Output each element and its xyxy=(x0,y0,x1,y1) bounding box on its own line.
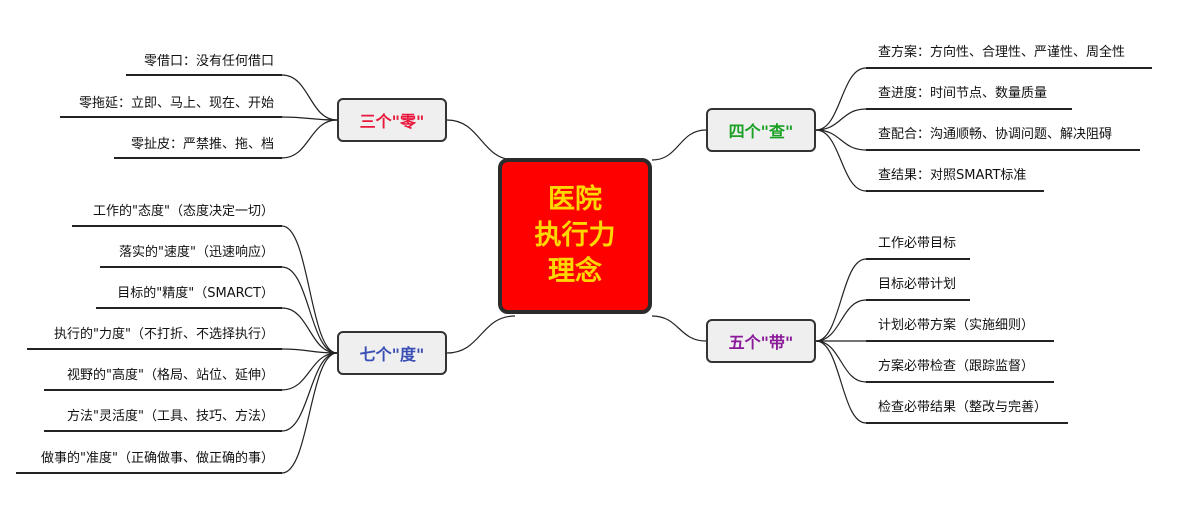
link-zero-1 xyxy=(281,74,338,121)
link-bring-2 xyxy=(815,299,867,342)
leaf-check-4[interactable]: 查结果：对照SMART标准 xyxy=(878,168,1027,183)
link-check-1 xyxy=(815,67,867,131)
leaf-zero-2[interactable]: 零拖延：立即、马上、现在、开始 xyxy=(78,96,274,111)
leaf-degree-4[interactable]: 执行的"力度"（不打折、不选择执行） xyxy=(54,327,274,342)
leaf-degree-6[interactable]: 方法"灵活度"（工具、技巧、方法） xyxy=(67,409,274,424)
leaf-degree-2[interactable]: 落实的"速度"（迅速响应） xyxy=(119,245,274,260)
link-check-4 xyxy=(815,129,867,192)
leaf-check-1[interactable]: 查方案：方向性、合理性、严谨性、周全性 xyxy=(878,45,1126,60)
leaf-bring-4[interactable]: 方案必带检查（跟踪监督） xyxy=(878,359,1035,374)
link-degree-1 xyxy=(281,225,338,354)
link-degree-7 xyxy=(281,352,338,474)
leaf-degree-3[interactable]: 目标的"精度"（SMARCT） xyxy=(117,286,274,301)
leaf-degree-5[interactable]: 视野的"高度"（格局、站位、延伸） xyxy=(67,368,274,383)
link-degree-4 xyxy=(281,348,338,354)
link-degree-3 xyxy=(281,307,338,354)
branch-zero-label: 三个"零" xyxy=(359,112,425,131)
link-zero-2 xyxy=(281,116,338,121)
link-degree-2 xyxy=(281,266,338,354)
central-topic-label: 医院 执行力 理念 xyxy=(534,184,616,287)
leaf-zero-1[interactable]: 零借口：没有任何借口 xyxy=(143,54,274,69)
link-bring-4 xyxy=(815,340,867,383)
branch-zero[interactable]: 三个"零" xyxy=(337,98,447,142)
link-zero-3 xyxy=(281,119,338,159)
link-check-2 xyxy=(815,108,867,131)
branch-bring[interactable]: 五个"带" xyxy=(706,319,816,363)
leaf-zero-3[interactable]: 零扯皮：严禁推、拖、档 xyxy=(130,137,274,152)
link-center-check xyxy=(651,129,707,161)
branch-bring-label: 五个"带" xyxy=(728,333,794,352)
branch-degree-label: 七个"度" xyxy=(359,345,425,364)
link-center-degree xyxy=(446,315,516,354)
leaf-check-3[interactable]: 查配合：沟通顺畅、协调问题、解决阻碍 xyxy=(878,127,1113,142)
branch-check[interactable]: 四个"查" xyxy=(706,108,816,152)
leaf-bring-3[interactable]: 计划必带方案（实施细则） xyxy=(878,318,1035,333)
link-degree-5 xyxy=(281,352,338,391)
leaf-check-2[interactable]: 查进度：时间节点、数量质量 xyxy=(878,86,1048,101)
leaf-bring-1[interactable]: 工作必带目标 xyxy=(878,236,957,251)
leaf-bring-2[interactable]: 目标必带计划 xyxy=(878,277,957,292)
branch-check-label: 四个"查" xyxy=(728,122,794,141)
link-center-bring xyxy=(651,315,707,342)
link-bring-5 xyxy=(815,340,867,424)
leaf-degree-1[interactable]: 工作的"态度"（态度决定一切） xyxy=(93,204,274,219)
link-check-3 xyxy=(815,129,867,151)
link-bring-1 xyxy=(815,258,867,342)
link-center-zero xyxy=(446,119,516,161)
branch-degree[interactable]: 七个"度" xyxy=(337,331,447,375)
central-topic[interactable]: 医院 执行力 理念 xyxy=(498,158,652,314)
leaf-bring-5[interactable]: 检查必带结果（整改与完善） xyxy=(878,400,1048,415)
link-degree-6 xyxy=(281,352,338,432)
leaf-degree-7[interactable]: 做事的"准度"（正确做事、做正确的事） xyxy=(41,451,274,466)
